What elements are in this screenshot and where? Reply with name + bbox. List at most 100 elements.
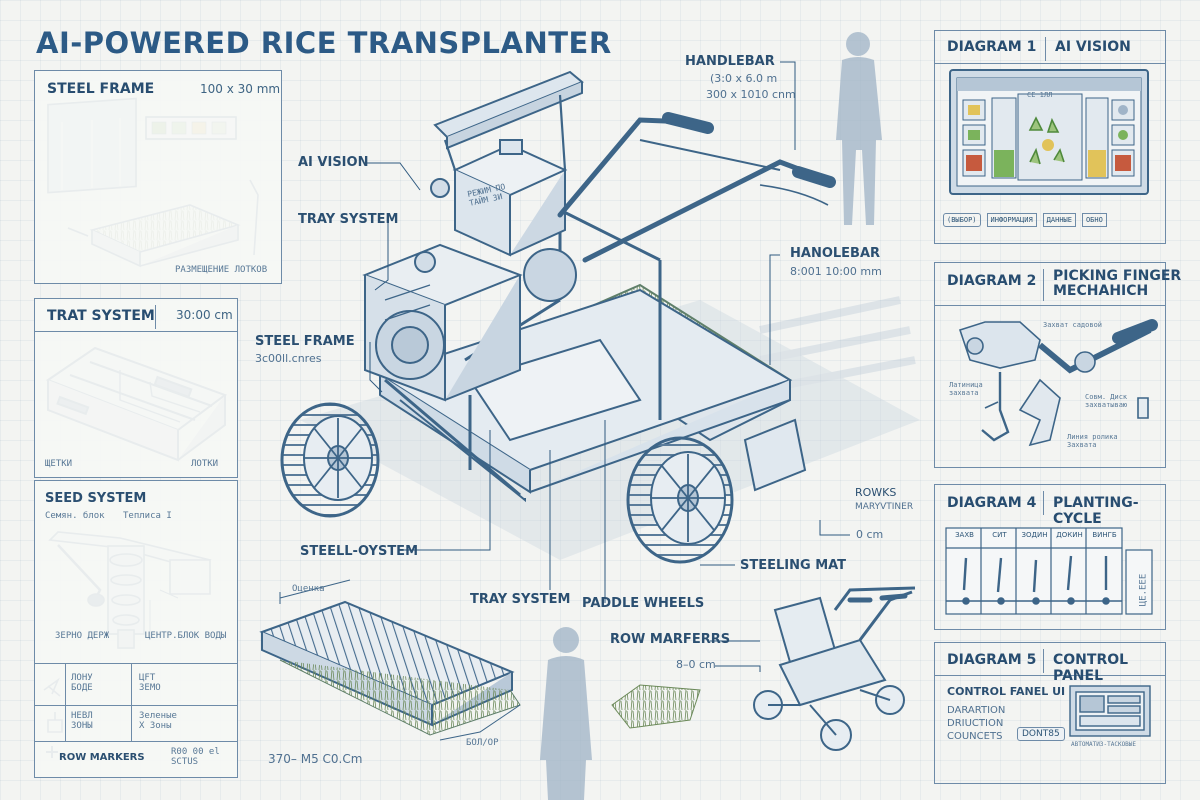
- dimension-label: 30:00 cm: [176, 308, 233, 322]
- note-top: Захват садовой: [1043, 321, 1103, 329]
- cycle-column-label: ЗОДИН: [1021, 531, 1048, 539]
- row-marferrs-dim: 8–0 cm: [676, 658, 716, 671]
- picking-finger-art: [958, 319, 1158, 447]
- row1-right: ЦFT ЗЕМО: [139, 673, 161, 693]
- panel-steel-frame: STEEL FRAME 100 x 30 mm РАЗМЕЩЕНИЕ ЛОТКО…: [34, 70, 282, 284]
- tray-system-label: TRAY SYSTEM: [298, 212, 399, 227]
- screen-header: CЕ 1ЛЛ: [1027, 91, 1053, 99]
- control-panel-art: [1069, 685, 1151, 737]
- row-markers-label: ROW MARKERS: [59, 752, 145, 763]
- diagram-number: DIAGRAM 2: [947, 273, 1037, 289]
- mat-tag-bottom: БОЛ/ОР: [466, 738, 499, 748]
- ai-vision-screen-art: [949, 69, 1149, 195]
- panel-trat-system: TRAT SYSTEM 30:00 cm ЩЕТКИ ЛОТКИ: [34, 298, 238, 478]
- panel-title: STEEL FRAME: [47, 81, 155, 97]
- panel-diagram-2: DIAGRAM 2 PICKING FINGER MECHAHICH Захва…: [934, 262, 1181, 468]
- mat-tag-top: Оценка: [292, 584, 325, 594]
- steel-frame-dim: 3c00ll.cnres: [255, 352, 322, 365]
- cycle-column-label: ВИНГБ: [1092, 531, 1117, 539]
- sub-right: Теплиса I: [123, 511, 172, 521]
- diagram-number: DIAGRAM 5: [947, 652, 1037, 668]
- handlebar-dim-1: (3:0 x 6.0 m: [710, 72, 778, 85]
- divider: [1045, 37, 1047, 61]
- info-button[interactable]: ИНФОРМАЦИЯ: [986, 213, 1037, 227]
- cycle-column-label: ЗАХВ: [955, 531, 974, 539]
- row-markers-value: R00 00 el SCTUS: [171, 747, 220, 767]
- control-panel-ui-label: CONTROL FANEL UI: [947, 685, 1066, 698]
- divider: [35, 663, 237, 665]
- rowks-label: ROWKS: [855, 486, 897, 499]
- control-line-1: DARARTION: [947, 705, 1006, 716]
- panel-diagram-5: DIAGRAM 5 CONTROL PANEL CONTROL FANEL UI…: [934, 642, 1166, 784]
- panel-diagram-1: DIAGRAM 1 AI VISION CЕ 1ЛЛ (ВЫБОР) ИНФОР…: [934, 30, 1166, 244]
- sub-left: Семян. блок: [45, 511, 105, 521]
- divider: [1043, 649, 1045, 673]
- small-transplanter-drawing: [753, 586, 916, 751]
- rowks-sub: MARYVTINER: [855, 502, 914, 512]
- caption: РАЗМЕЩЕНИЕ ЛОТКОВ: [175, 265, 268, 275]
- mat-dimension: 370– M5 C0.Cm: [268, 752, 363, 766]
- page-title: AI-POWERED RICE TRANSPLANTER: [36, 26, 612, 60]
- steeloystem-label: STEELL-OYSTEM: [300, 544, 419, 559]
- divider: [155, 305, 157, 329]
- row-marferrs-label: ROW MARFERRS: [610, 632, 731, 647]
- select-button[interactable]: (ВЫБОР): [943, 213, 981, 227]
- note-right: Совм. Диск захватываю: [1085, 393, 1128, 409]
- handlebar-dim-2: 300 x 1010 cnm: [706, 88, 796, 101]
- diagram-name: PICKING FINGER MECHAHICH: [1053, 268, 1182, 299]
- row2-right: Зеленые Х Зоны: [139, 711, 177, 731]
- diagram-number: DIAGRAM 4: [947, 495, 1037, 511]
- control-button[interactable]: DONT85: [1017, 727, 1065, 741]
- cycle-columns: ЗАХВ СИТ ЗОДИН ДОКИН ВИНГБ: [947, 531, 1123, 539]
- divider: [35, 741, 237, 743]
- panel-title: TRAT SYSTEM: [47, 308, 155, 324]
- panel-seed-system: SEED SYSTEM Семян. блок Теплиса I ЗЕРНО …: [34, 480, 238, 778]
- hanolebar-label: HANOLEBAR: [790, 246, 881, 261]
- person-silhouette-bottom: [540, 627, 592, 800]
- diagram-name: AI VISION: [1055, 39, 1131, 55]
- cycle-column-label: СИТ: [992, 531, 1007, 539]
- person-silhouette-top: [836, 32, 882, 225]
- caption-left: ЗЕРНО ДЕРЖ: [55, 631, 110, 641]
- cycle-column-label: ДОКИН: [1056, 531, 1083, 539]
- panel-title: SEED SYSTEM: [45, 491, 147, 506]
- planting-cycle-art: [945, 527, 1153, 615]
- divider: [1043, 269, 1045, 301]
- control-line-2: DRIUCTION: [947, 718, 1004, 729]
- divider: [35, 705, 237, 707]
- divider: [131, 663, 133, 741]
- note-bottom: Линия ролика Захвата: [1067, 433, 1118, 449]
- diagram-name: CONTROL PANEL: [1053, 652, 1129, 684]
- row2-left: НЕВЛ ЗОНЫ: [71, 711, 93, 731]
- transplanter-main: [280, 70, 836, 564]
- paddle-wheels-label: PADDLE WHEELS: [582, 596, 705, 611]
- note-left: Латиница захвата: [949, 381, 983, 397]
- ai-vision-label: AI VISION: [298, 155, 369, 170]
- refresh-button[interactable]: ОБНО: [1081, 213, 1107, 227]
- tray-system-bottom-label: TRAY SYSTEM: [470, 592, 571, 607]
- caption-left: ЩЕТКИ: [45, 459, 73, 469]
- control-line-3: COUNCETS: [947, 731, 1003, 742]
- control-caption: АВТОМАТИЗ-ТАСКОВЫЕ: [1071, 741, 1137, 748]
- data-button[interactable]: ДАННЫЕ: [1042, 213, 1076, 227]
- diagram-number: DIAGRAM 1: [947, 39, 1037, 55]
- steeling-mat-label: STEELING MAT: [740, 558, 847, 573]
- side-label: ЦЕ.ЕЕЕ: [1138, 573, 1149, 607]
- steeling-mat-drawing: [259, 579, 521, 741]
- divider: [65, 663, 67, 741]
- button-row: (ВЫБОР) ИНФОРМАЦИЯ ДАННЫЕ ОБНО: [943, 209, 1157, 231]
- zero-cm-label: 0 cm: [856, 528, 884, 541]
- caption-right: ЛОТКИ: [191, 459, 219, 469]
- hanolebar-dim: 8:001 10:00 mm: [790, 265, 882, 278]
- diagram-name: PLANTING-CYCLE: [1053, 495, 1139, 527]
- dimension-label: 100 x 30 mm: [200, 82, 281, 96]
- handlebar-label: HANDLEBAR: [685, 54, 775, 69]
- leader-lines: [365, 61, 850, 672]
- row1-left: ЛОНУ БОДЕ: [71, 673, 93, 693]
- seedling-patch: [611, 684, 701, 729]
- caption-right: ЦЕНТР.БЛОК ВОДЫ: [145, 631, 227, 641]
- steel-frame-label: STEEL FRAME: [255, 334, 355, 349]
- panel-diagram-4: DIAGRAM 4 PLANTING-CYCLE ЗАХВ СИТ ЗОДИН …: [934, 484, 1166, 630]
- divider: [1043, 491, 1045, 515]
